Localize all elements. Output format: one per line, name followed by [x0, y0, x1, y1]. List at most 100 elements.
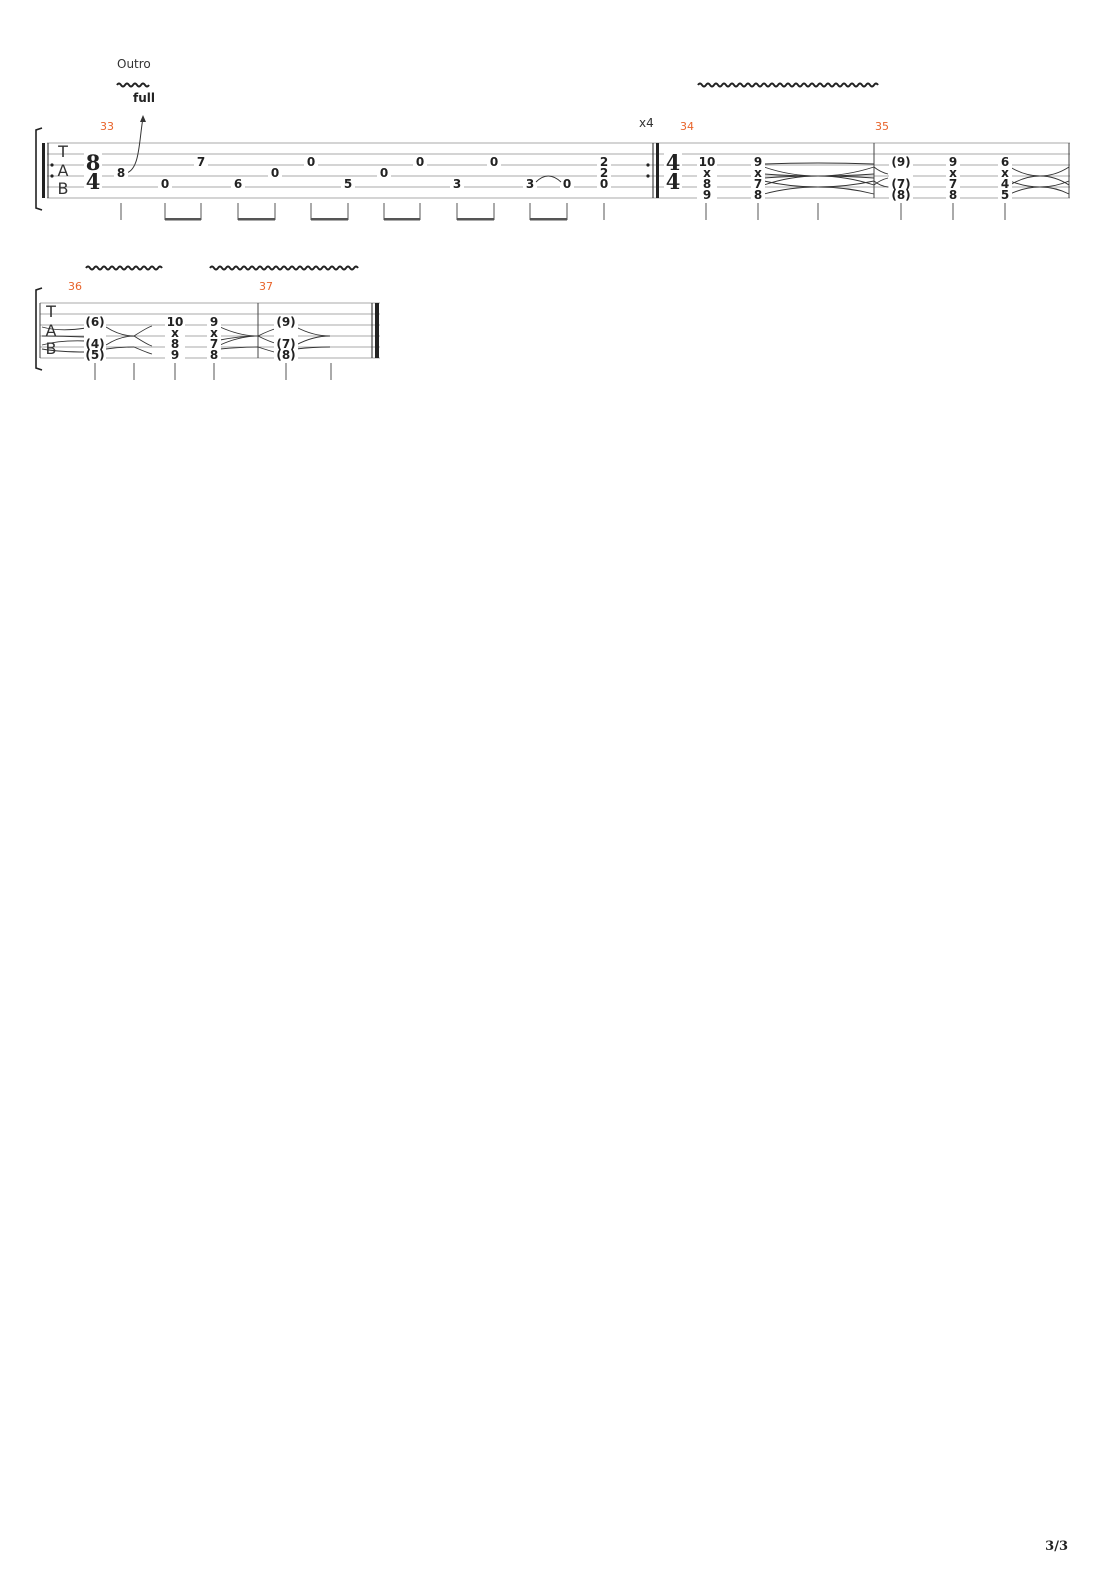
- time-signature: 4 4: [664, 150, 682, 194]
- svg-text:5: 5: [1001, 188, 1009, 202]
- measure-37: (9) (7) (8): [274, 315, 332, 380]
- svg-text:2: 2: [600, 166, 608, 180]
- svg-text:0: 0: [161, 177, 169, 191]
- svg-text:9: 9: [754, 155, 762, 169]
- tab-note: 0: [304, 155, 318, 169]
- svg-text:(9): (9): [276, 315, 295, 329]
- rhythm-stems: [900, 203, 1006, 220]
- rhythm-stems: [94, 363, 215, 380]
- svg-text:7: 7: [197, 155, 205, 169]
- time-signature: 8 4: [84, 150, 102, 194]
- staff-system-1: T A B 8 4 Outro full 33 8 0 7 6 0 0 5: [35, 57, 1070, 221]
- svg-text:8: 8: [171, 337, 179, 351]
- section-label: Outro: [117, 57, 151, 71]
- svg-text:B: B: [58, 179, 69, 198]
- svg-text:4: 4: [666, 150, 681, 175]
- svg-text:6: 6: [234, 177, 242, 191]
- measure-number: 37: [259, 280, 273, 293]
- svg-text:T: T: [57, 142, 68, 161]
- staff-system-2: T A B 36 37: [35, 265, 380, 380]
- rhythm-stems: [285, 363, 332, 380]
- svg-text:0: 0: [271, 166, 279, 180]
- svg-text:x: x: [703, 166, 711, 180]
- svg-text:10: 10: [699, 155, 716, 169]
- svg-text:0: 0: [600, 177, 608, 191]
- svg-text:0: 0: [563, 177, 571, 191]
- svg-text:x: x: [949, 166, 957, 180]
- tab-note: 5: [341, 177, 355, 191]
- tab-note: 0: [268, 166, 282, 180]
- svg-text:A: A: [46, 321, 57, 340]
- svg-text:3: 3: [453, 177, 461, 191]
- svg-text:9: 9: [210, 315, 218, 329]
- svg-text:9: 9: [703, 188, 711, 202]
- rhythm-beams: [165, 218, 567, 221]
- tab-chord: 9 x 7 8: [207, 315, 221, 362]
- bend-label: full: [133, 91, 155, 105]
- svg-text:A: A: [58, 161, 69, 180]
- svg-text:8: 8: [703, 177, 711, 191]
- tab-chord: 10 x 8 9: [165, 315, 185, 362]
- svg-text:(8): (8): [891, 188, 910, 202]
- tab-chord: 9 x 7 8: [751, 155, 765, 202]
- measure-number: 36: [68, 280, 82, 293]
- svg-text:9: 9: [949, 155, 957, 169]
- tab-chord: (6) (4) (5): [84, 315, 106, 362]
- vibrato-mark: [697, 82, 879, 88]
- page-number: 3/3: [1045, 1539, 1068, 1554]
- svg-text:8: 8: [754, 188, 762, 202]
- rhythm-stems: [705, 203, 819, 220]
- svg-text:(7): (7): [891, 177, 910, 191]
- svg-text:7: 7: [949, 177, 957, 191]
- svg-text:0: 0: [380, 166, 388, 180]
- tab-note: 3: [450, 177, 464, 191]
- tab-note: 0: [158, 177, 172, 191]
- svg-text:0: 0: [307, 155, 315, 169]
- tab-chord: (9) (7) (8): [889, 155, 913, 202]
- svg-text:9: 9: [171, 348, 179, 362]
- tab-note: 0: [413, 155, 427, 169]
- tab-chord: 2 2 0: [597, 155, 611, 191]
- tab-chord: 9 x 7 8: [946, 155, 960, 202]
- svg-text:8: 8: [210, 348, 218, 362]
- tab-note: 0: [560, 177, 574, 191]
- svg-text:x: x: [210, 326, 218, 340]
- svg-text:(8): (8): [276, 348, 295, 362]
- tab-clef: T A B: [57, 142, 68, 198]
- measure-35: (9) (7) (8) 9 x 7 8 6 x 4 5: [889, 155, 1012, 220]
- svg-text:8: 8: [949, 188, 957, 202]
- tab-chord: 10 x 8 9: [697, 155, 717, 202]
- svg-text:7: 7: [754, 177, 762, 191]
- svg-text:(4): (4): [85, 337, 104, 351]
- tab-note: 6: [231, 177, 245, 191]
- svg-text:(6): (6): [85, 315, 104, 329]
- vibrato-mark: [209, 265, 359, 271]
- tab-note: 7: [194, 155, 208, 169]
- bend-arrow: [125, 117, 144, 174]
- svg-text:0: 0: [416, 155, 424, 169]
- measure-33: 8 0 7 6 0 0 5 0 0 3 0 3 0 2 2 0: [114, 115, 611, 221]
- svg-text:8: 8: [117, 166, 125, 180]
- svg-text:4: 4: [86, 169, 101, 194]
- svg-text:x: x: [171, 326, 179, 340]
- swell-marks: [41, 325, 331, 355]
- svg-text:2: 2: [600, 155, 608, 169]
- tab-note: 0: [377, 166, 391, 180]
- svg-text:x: x: [754, 166, 762, 180]
- measure-number: 35: [875, 120, 889, 133]
- svg-text:5: 5: [344, 177, 352, 191]
- svg-text:8: 8: [86, 150, 101, 175]
- repeat-end: [646, 143, 659, 198]
- svg-text:T: T: [45, 302, 56, 321]
- vibrato-mark: [85, 265, 163, 271]
- final-barline: [371, 303, 379, 358]
- tab-chord: (9) (7) (8): [274, 315, 298, 362]
- tab-note: 0: [487, 155, 501, 169]
- repeat-count: x4: [639, 116, 654, 130]
- svg-text:6: 6: [1001, 155, 1009, 169]
- repeat-start: [42, 143, 54, 198]
- measure-number: 34: [680, 120, 694, 133]
- staff-lines: [47, 142, 1070, 199]
- svg-text:4: 4: [666, 169, 681, 194]
- tab-clef: T A B: [45, 302, 56, 358]
